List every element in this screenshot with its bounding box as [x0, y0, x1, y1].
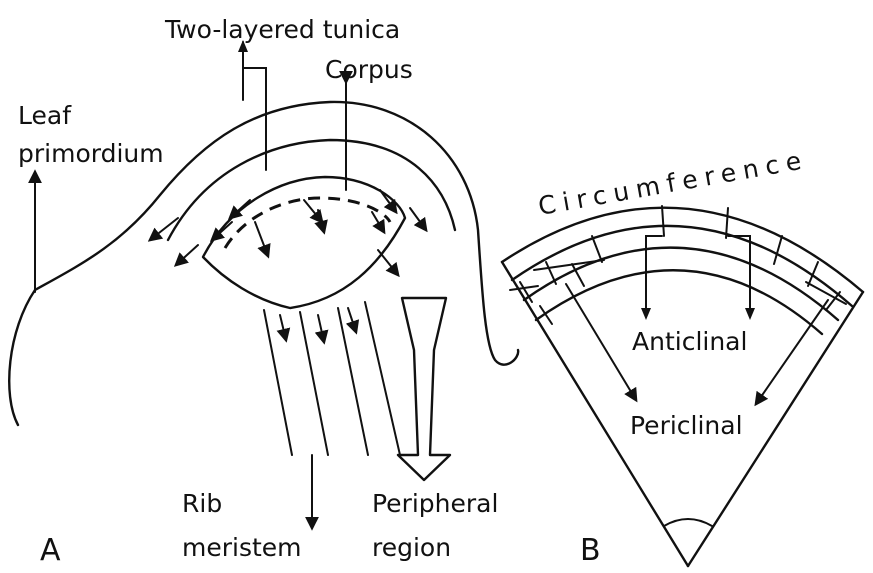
- label-leaf-primordium-line1: Leaf: [18, 101, 72, 130]
- label-two-layered-tunica: Two-layered tunica: [164, 15, 400, 44]
- label-rib-meristem-line1: Rib: [182, 489, 222, 518]
- peripheral-region-arrow: [398, 298, 450, 480]
- label-periclinal: Periclinal: [630, 411, 743, 440]
- label-corpus: Corpus: [325, 55, 413, 84]
- periclinal-walls: [510, 260, 846, 304]
- label-anticlinal: Anticlinal: [632, 327, 747, 356]
- label-circumference: Circumference: [536, 145, 810, 221]
- label-leaf-primordium-line2: primordium: [18, 139, 164, 168]
- panel-b-diagram: [502, 206, 863, 566]
- rib-meristem-files: [264, 302, 400, 455]
- label-peripheral-region-line1: Peripheral: [372, 489, 498, 518]
- panel-letter-a: A: [40, 533, 61, 568]
- tunica-leader-bracket: [243, 42, 266, 170]
- tunica-growth-arrows: [150, 190, 426, 265]
- panel-a-diagram: [9, 40, 518, 528]
- apex-angle-arc: [664, 519, 712, 526]
- layer-arc-3: [536, 270, 822, 334]
- inner-tunica-outline: [168, 140, 455, 240]
- label-rib-meristem-line2: meristem: [182, 533, 302, 562]
- corpus-outline: [203, 177, 405, 308]
- panel-letter-b: B: [580, 533, 601, 568]
- label-peripheral-region-line2: region: [372, 533, 451, 562]
- periclinal-leader-right: [756, 300, 828, 404]
